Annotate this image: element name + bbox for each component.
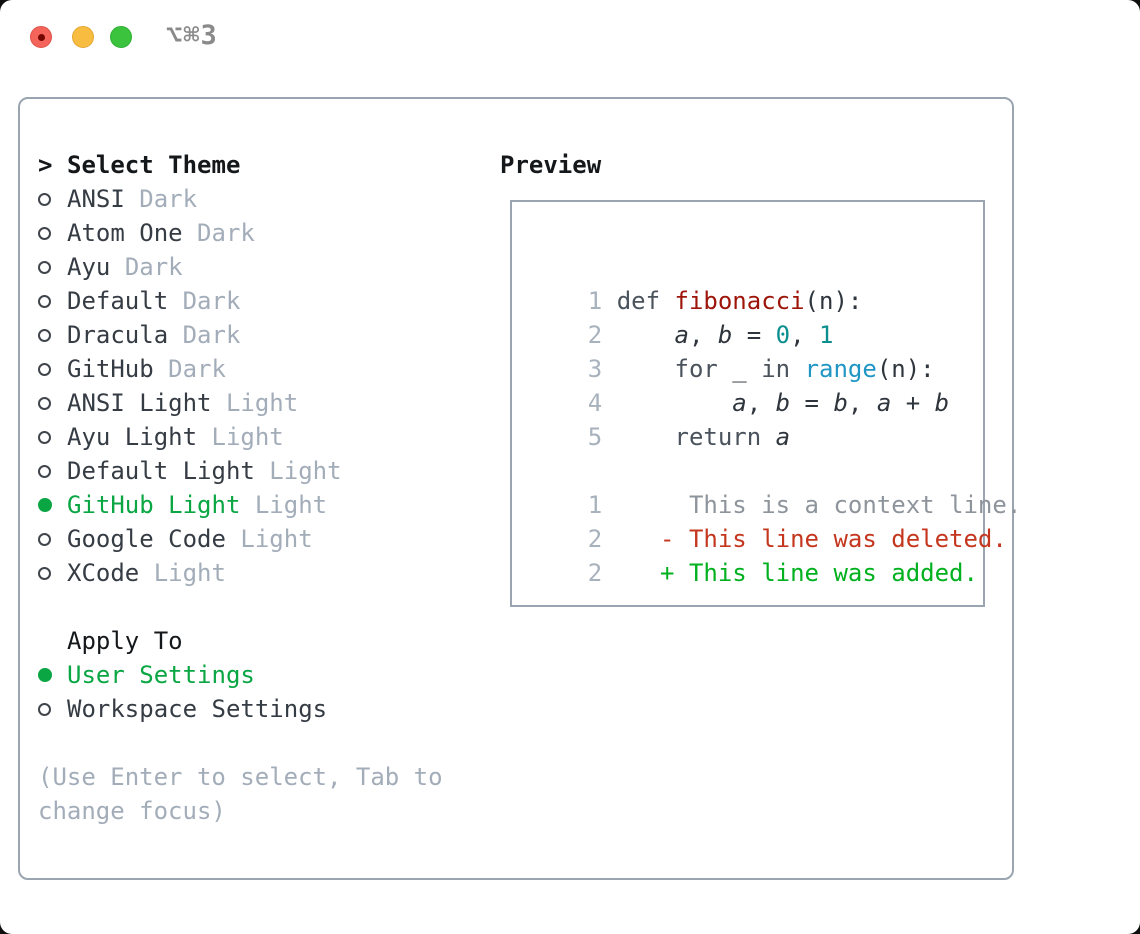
theme-selector-column: > Select Theme ANSI Dark Atom One Dark A… — [38, 148, 448, 828]
code-line: 2 + This line was added. — [587, 559, 978, 587]
radio-icon — [38, 430, 51, 444]
theme-option-default-light[interactable]: Default Light Light — [38, 454, 448, 488]
radio-icon — [38, 532, 51, 546]
radio-icon — [38, 464, 51, 478]
radio-icon — [38, 668, 52, 682]
theme-option-github-light[interactable]: GitHub Light Light — [38, 488, 448, 522]
unsaved-dot-icon — [38, 34, 45, 41]
line-number: 2 — [587, 525, 617, 553]
code-line: 3 for _ in range(n): — [587, 355, 935, 383]
window-title: ⌥⌘3 — [166, 20, 218, 51]
theme-option-github[interactable]: GitHub Dark — [38, 352, 448, 386]
preview-title: Preview — [500, 151, 602, 179]
apply-option-user-settings[interactable]: User Settings — [38, 658, 448, 692]
theme-option-ayu[interactable]: Ayu Dark — [38, 250, 448, 284]
close-button[interactable] — [30, 26, 52, 48]
preview-box: 1 def fibonacci(n): 2 a, b = 0, 1 3 for … — [510, 200, 1021, 607]
radio-icon — [38, 362, 51, 376]
line-number: 1 — [587, 491, 617, 519]
line-number: 3 — [587, 355, 617, 383]
radio-icon — [38, 498, 52, 512]
apply-to-title: Apply To — [67, 627, 183, 655]
theme-option-ansi-light[interactable]: ANSI Light Light — [38, 386, 448, 420]
spacer — [38, 726, 448, 760]
apply-option-workspace-settings[interactable]: Workspace Settings — [38, 692, 448, 726]
radio-icon — [38, 226, 51, 240]
theme-option-atom-one[interactable]: Atom One Dark — [38, 216, 448, 250]
apply-to-header: Apply To — [38, 624, 448, 658]
radio-icon — [38, 396, 51, 410]
maximize-button[interactable] — [110, 26, 132, 48]
prompt-caret: > — [38, 151, 53, 179]
select-theme-title: Select Theme — [67, 151, 241, 179]
theme-option-dracula[interactable]: Dracula Dark — [38, 318, 448, 352]
select-theme-header: > Select Theme — [38, 148, 448, 182]
minimize-button[interactable] — [72, 26, 94, 48]
spacer — [38, 590, 448, 624]
keyboard-hint: (Use Enter to select, Tab to change focu… — [38, 763, 443, 825]
theme-option-xcode[interactable]: XCode Light — [38, 556, 448, 590]
line-number: 2 — [587, 559, 617, 587]
theme-list: ANSI Dark Atom One Dark Ayu Dark Default… — [38, 182, 448, 590]
code-line: 2 - This line was deleted. — [587, 525, 1007, 553]
line-number: 4 — [587, 389, 617, 417]
apply-to-list: User Settings Workspace Settings — [38, 658, 448, 726]
line-number: 2 — [587, 321, 617, 349]
line-number: 5 — [587, 423, 617, 451]
line-number: 1 — [587, 287, 617, 315]
theme-option-default[interactable]: Default Dark — [38, 284, 448, 318]
radio-icon — [38, 260, 51, 274]
radio-icon — [38, 702, 51, 716]
radio-icon — [38, 294, 51, 308]
theme-option-ayu-light[interactable]: Ayu Light Light — [38, 420, 448, 454]
code-line: 4 a, b = b, a + b — [587, 389, 950, 417]
code-preview: 1 def fibonacci(n): 2 a, b = 0, 1 3 for … — [530, 250, 1022, 587]
theme-option-ansi[interactable]: ANSI Dark — [38, 182, 448, 216]
radio-icon — [38, 328, 51, 342]
theme-picker-panel: > Select Theme ANSI Dark Atom One Dark A… — [18, 97, 1021, 880]
code-line: 1 This is a context line. — [587, 491, 1022, 519]
code-line: 2 a, b = 0, 1 — [587, 321, 834, 349]
window-titlebar: ⌥⌘3 — [0, 0, 1140, 72]
code-line: 1 def fibonacci(n): — [587, 287, 863, 315]
radio-icon — [38, 566, 51, 580]
theme-option-google-code[interactable]: Google Code Light — [38, 522, 448, 556]
radio-icon — [38, 192, 51, 206]
code-line: 5 return a — [587, 423, 791, 451]
